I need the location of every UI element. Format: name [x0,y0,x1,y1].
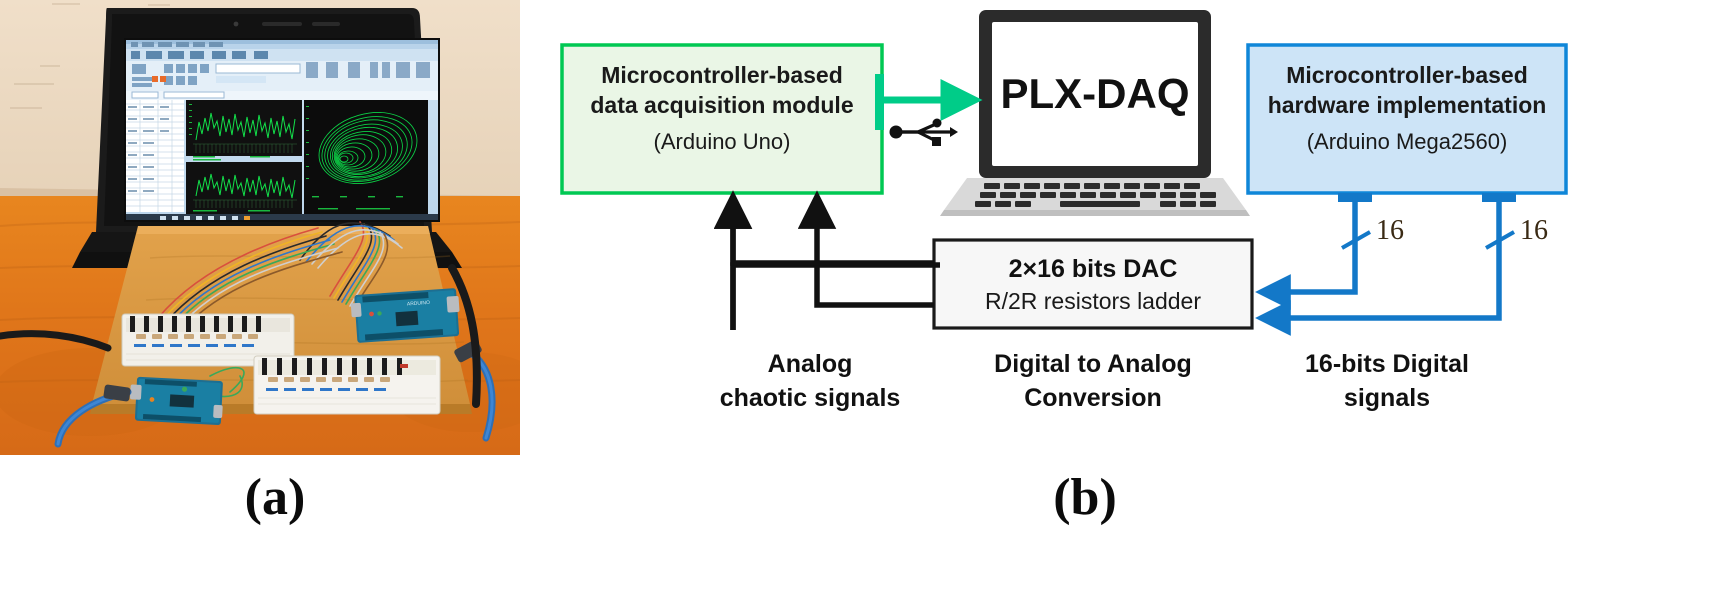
bottom-label-analog: Analog chaotic signals [685,348,935,416]
block-hardware-text: Microcontroller-based hardware implement… [1248,45,1566,193]
bus-left [1255,193,1372,310]
hardware-line2: hardware implementation [1267,91,1547,118]
hardware-line1: Microcontroller-based [1286,62,1528,88]
arrow-daq-to-laptop [875,74,983,130]
dac-line2: R/2R resistors ladder [984,287,1202,314]
bottom-label-digital: 16-bits Digital signals [1262,348,1512,416]
bottom-label-digital-line1: 16-bits Digital [1305,350,1469,378]
laptop-screen-label: PLX-DAQ [1001,70,1190,117]
bottom-label-analog-line1: Analog [767,350,853,378]
daq-line1: Microcontroller-based [601,62,843,88]
block-dac [932,238,1254,330]
usb-icon [889,118,958,146]
block-diagram: PLX-DAQ [520,0,1720,455]
block-hardware [1246,43,1568,195]
svg-text:ARDUINO: ARDUINO [407,300,431,308]
arrow-dac-to-daq-path [713,190,934,266]
experimental-setup-photo: ARDUINO [0,0,520,455]
block-dac-text: 2×16 bits DAC R/2R resistors ladder [934,240,1252,328]
caption-b: (b) [1053,469,1117,526]
daq-line2: data acquisition module [590,91,854,118]
bottom-label-dac: Digital to Analog Conversion [968,348,1218,416]
daq-line3: (Arduino Uno) [653,128,791,154]
bottom-label-digital-line2: signals [1343,383,1431,412]
bottom-label-dac-line2: Conversion [1024,383,1162,412]
photo-illustration: ARDUINO [0,0,520,455]
bus-right [1255,193,1516,336]
bus-label-right: 16 [1520,215,1548,246]
bottom-label-analog-line2: chaotic signals [719,383,901,412]
block-diagram-svg: PLX-DAQ [560,10,1568,336]
bus-label-left: 16 [1376,215,1404,246]
dac-line1: 2×16 bits DAC [1008,254,1178,283]
caption-a: (a) [244,469,306,526]
block-daq-text: Microcontroller-based data acquisition m… [562,45,882,193]
block-daq [560,43,884,195]
hardware-line3: (Arduino Mega2560) [1306,128,1508,154]
arrow-dac-to-daq-right [797,190,934,308]
bottom-label-dac-line1: Digital to Analog [994,350,1192,378]
laptop-illustration [940,10,1250,216]
